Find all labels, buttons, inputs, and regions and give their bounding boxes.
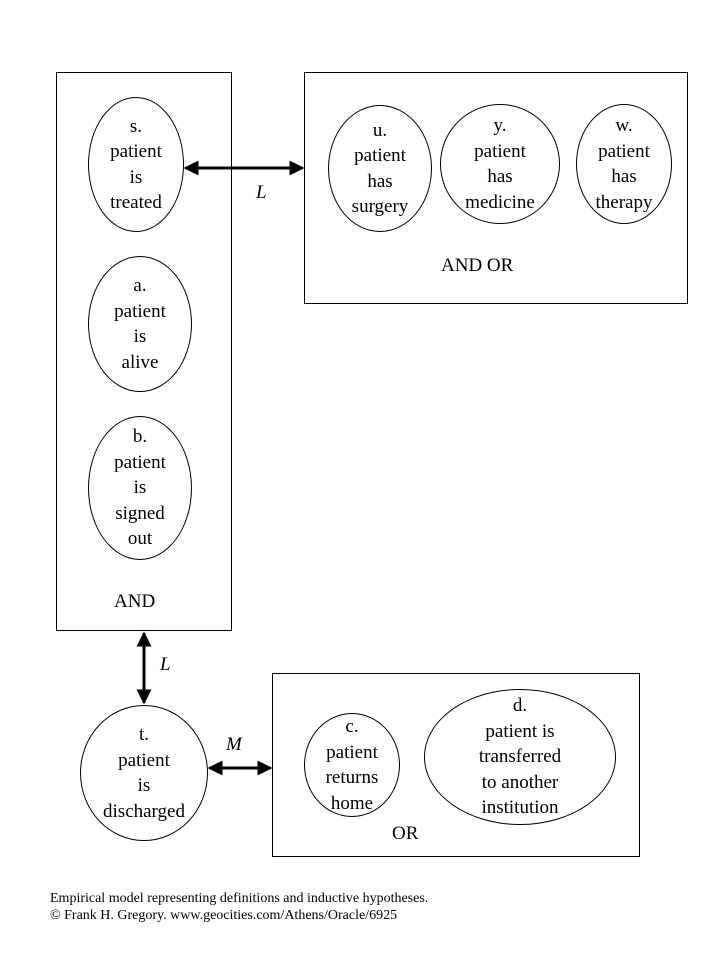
caption-line-2: © Frank H. Gregory. www.geocities.com/At… <box>50 908 398 923</box>
link-label-l-left: L <box>160 654 171 675</box>
node-d-text: d. patient is transferred to another ins… <box>478 695 562 819</box>
node-b-patient-is-signed-out: b. patient is signed out <box>88 416 192 560</box>
node-y-text: y. patient has medicine <box>465 115 535 213</box>
and-group-label: AND <box>114 591 156 612</box>
and-or-group-label: AND OR <box>441 255 514 276</box>
node-s-text: s. patient is treated <box>110 115 162 214</box>
node-w-patient-has-therapy: w. patient has therapy <box>576 104 672 224</box>
node-u-patient-has-surgery: u. patient has surgery <box>328 105 432 232</box>
node-a-text: a. patient is alive <box>114 275 166 373</box>
and-group-box <box>56 72 232 631</box>
node-a-patient-is-alive: a. patient is alive <box>88 256 192 392</box>
node-d-patient-is-transferred: d. patient is transferred to another ins… <box>424 689 616 825</box>
node-c-patient-returns-home: c. patient returns home <box>304 713 400 817</box>
node-c-text: c. patient returns home <box>325 716 379 814</box>
link-label-l-top: L <box>256 182 267 203</box>
node-u-text: u. patient has surgery <box>351 119 409 218</box>
link-label-m: M <box>226 734 242 755</box>
node-w-text: w. patient has therapy <box>595 115 653 213</box>
caption-line-1: Empirical model representing definitions… <box>50 891 429 906</box>
or-group-box <box>272 673 640 857</box>
or-group-label: OR <box>392 823 419 844</box>
and-or-group-box <box>304 72 688 304</box>
node-t-text: t. patient is discharged <box>103 724 185 822</box>
node-b-text: b. patient is signed out <box>114 426 166 550</box>
figure-caption: Empirical model representing definitions… <box>50 890 428 924</box>
node-y-patient-has-medicine: y. patient has medicine <box>440 104 560 224</box>
